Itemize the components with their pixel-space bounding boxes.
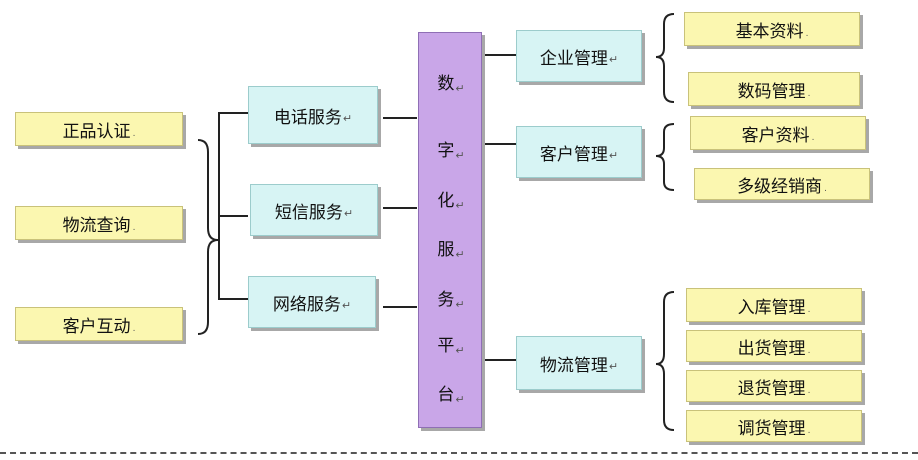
return-mark-icon: ↵ <box>455 82 465 95</box>
management-box-label: 客户管理 <box>539 144 608 165</box>
page-break-divider <box>0 452 918 454</box>
paragraph-mark-icon: . <box>807 305 811 315</box>
platform-char: 服↵ <box>437 240 465 261</box>
service-box-web: 网络服务↵ <box>248 276 376 328</box>
management-box-label: 企业管理 <box>539 48 608 69</box>
service-box-sms: 短信服务↵ <box>250 184 378 236</box>
left-box-label: 客户互动 <box>62 316 131 337</box>
left-brace <box>197 139 219 335</box>
leaf-box-label: 客户资料 <box>741 125 810 146</box>
leaf-box-inbound: 入库管理. <box>686 288 862 322</box>
return-mark-icon: ↵ <box>455 393 465 406</box>
service-box-phone: 电话服务↵ <box>248 86 378 144</box>
leaf-box-code-management: 数码管理. <box>688 72 860 106</box>
left-box-customer-interaction: 客户互动. <box>15 307 183 341</box>
leaf-box-multilevel-dealers: 多级经销商. <box>694 168 870 200</box>
customer-brace <box>655 123 675 191</box>
platform-char: 数↵ <box>437 74 465 95</box>
leaf-box-label: 调货管理 <box>737 418 806 439</box>
left-box-label: 物流查询 <box>62 215 131 236</box>
paragraph-mark-icon: . <box>807 386 811 396</box>
leaf-box-customer-info: 客户资料. <box>690 116 866 150</box>
return-mark-icon: ↵ <box>608 148 619 162</box>
leaf-box-label: 数码管理 <box>737 81 806 102</box>
service-box-label: 网络服务 <box>272 294 341 315</box>
paragraph-mark-icon: . <box>132 223 136 233</box>
platform-char: 务↵ <box>437 290 465 311</box>
leaf-box-label: 退货管理 <box>737 378 806 399</box>
return-mark-icon: ↵ <box>342 111 353 125</box>
logistics-brace <box>655 291 675 431</box>
return-mark-icon: ↵ <box>455 199 465 212</box>
left-box-logistics-query: 物流查询. <box>15 206 183 240</box>
paragraph-mark-icon: . <box>824 184 827 194</box>
return-mark-icon: ↵ <box>341 298 352 312</box>
platform-char: 字↵ <box>437 141 465 162</box>
left-box-label: 正品认证 <box>62 121 131 142</box>
service-box-label: 电话服务 <box>273 107 342 128</box>
leaf-box-basic-info: 基本资料. <box>684 12 860 46</box>
platform-char: 台↵ <box>437 385 465 406</box>
service-bracket <box>218 112 248 300</box>
return-mark-icon: ↵ <box>608 359 619 373</box>
enterprise-brace <box>655 13 675 103</box>
management-box-logistics: 物流管理↵ <box>516 336 642 390</box>
return-mark-icon: ↵ <box>608 52 619 66</box>
paragraph-mark-icon: . <box>807 89 811 99</box>
return-mark-icon: ↵ <box>455 248 465 261</box>
paragraph-mark-icon: . <box>807 346 811 356</box>
paragraph-mark-icon: . <box>805 29 809 39</box>
return-mark-icon: ↵ <box>455 298 465 311</box>
management-box-label: 物流管理 <box>539 355 608 376</box>
paragraph-mark-icon: . <box>132 129 136 139</box>
left-box-authenticity: 正品认证. <box>15 112 183 146</box>
digital-service-platform: 数↵ 字↵ 化↵ 服↵ 务↵ 平↵ 台↵ <box>418 32 482 428</box>
service-box-label: 短信服务 <box>274 202 343 223</box>
leaf-box-label: 多级经销商 <box>737 176 823 197</box>
paragraph-mark-icon: . <box>807 426 811 436</box>
leaf-box-transfer: 调货管理. <box>686 410 862 442</box>
management-box-enterprise: 企业管理↵ <box>516 30 642 82</box>
leaf-box-label: 出货管理 <box>737 338 806 359</box>
return-mark-icon: ↵ <box>343 206 354 220</box>
leaf-box-outbound: 出货管理. <box>686 330 862 362</box>
management-box-customer: 客户管理↵ <box>516 126 642 178</box>
leaf-box-label: 入库管理 <box>737 297 806 318</box>
platform-char: 化↵ <box>437 191 465 212</box>
paragraph-mark-icon: . <box>811 133 815 143</box>
platform-char: 平↵ <box>437 336 465 357</box>
return-mark-icon: ↵ <box>455 344 465 357</box>
return-mark-icon: ↵ <box>455 149 465 162</box>
leaf-box-returns: 退货管理. <box>686 370 862 402</box>
paragraph-mark-icon: . <box>132 324 136 334</box>
leaf-box-label: 基本资料 <box>735 21 804 42</box>
